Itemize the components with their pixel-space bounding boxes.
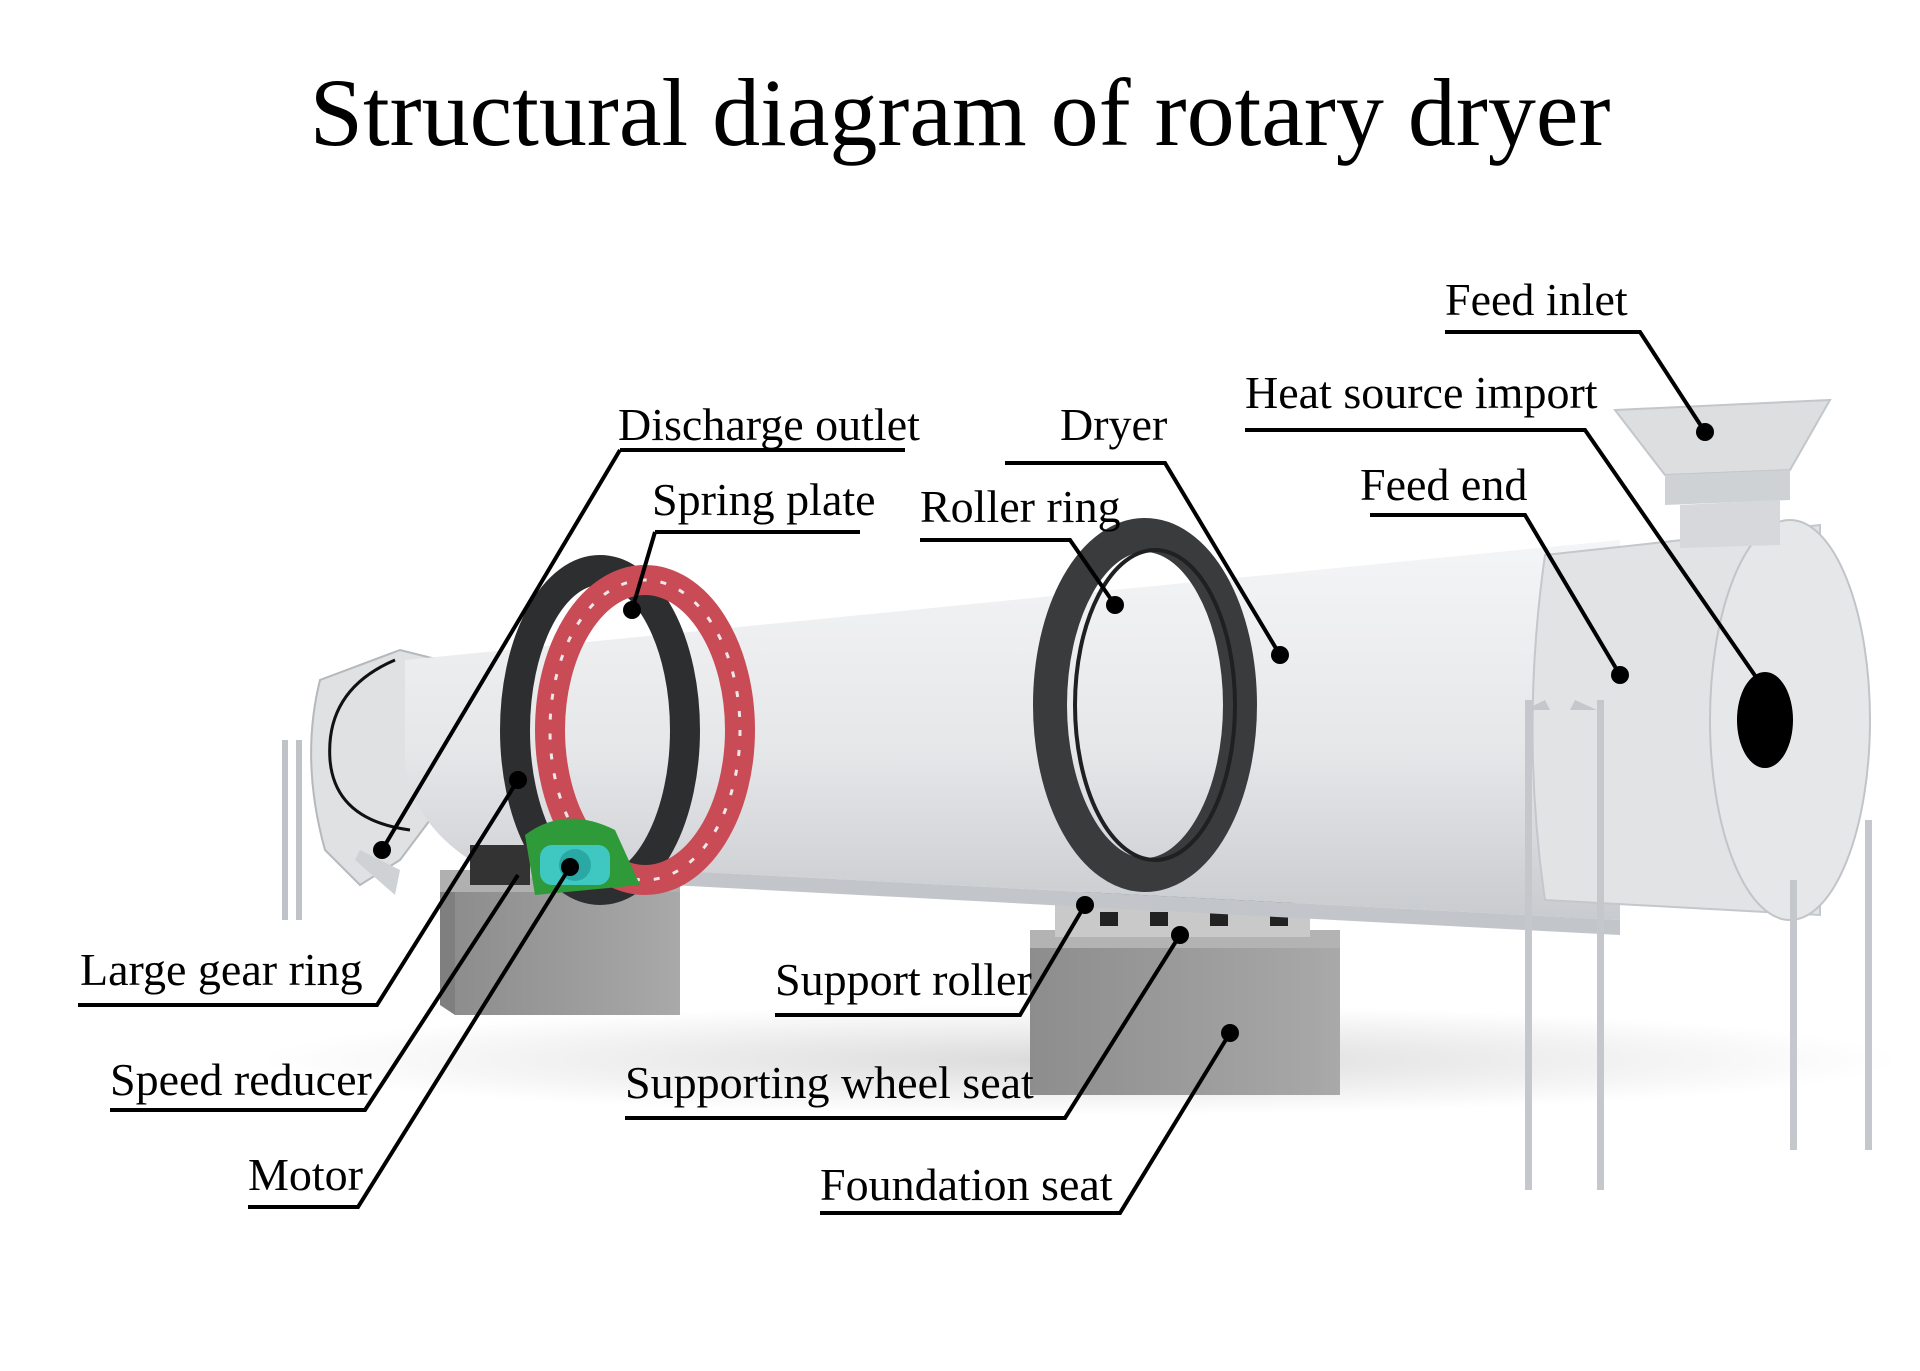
- label-large-gear-ring: Large gear ring: [80, 944, 363, 995]
- label-roller-ring: Roller ring: [920, 481, 1121, 532]
- label-feed-inlet: Feed inlet: [1445, 274, 1628, 325]
- leader-dots: [373, 423, 1714, 1042]
- label-motor: Motor: [248, 1149, 363, 1200]
- label-feed-end: Feed end: [1360, 459, 1527, 510]
- large-gear-ring: [500, 555, 755, 905]
- label-spring-plate: Spring plate: [652, 474, 876, 525]
- label-speed-reducer: Speed reducer: [110, 1054, 372, 1105]
- drive-unit: [470, 818, 640, 895]
- feed-end-hood: [1525, 398, 1872, 1190]
- label-supporting-wheel-seat: Supporting wheel seat: [625, 1057, 1034, 1108]
- label-discharge-outlet: Discharge outlet: [618, 399, 920, 450]
- label-heat-source-import: Heat source import: [1245, 367, 1598, 418]
- diagram-title: Structural diagram of rotary dryer: [310, 59, 1611, 166]
- leader-lines: [78, 330, 1767, 1215]
- label-dryer: Dryer: [1060, 399, 1167, 450]
- label-foundation-seat: Foundation seat: [820, 1159, 1113, 1210]
- label-support-roller: Support roller: [775, 954, 1032, 1005]
- roller-ring: [1033, 518, 1257, 892]
